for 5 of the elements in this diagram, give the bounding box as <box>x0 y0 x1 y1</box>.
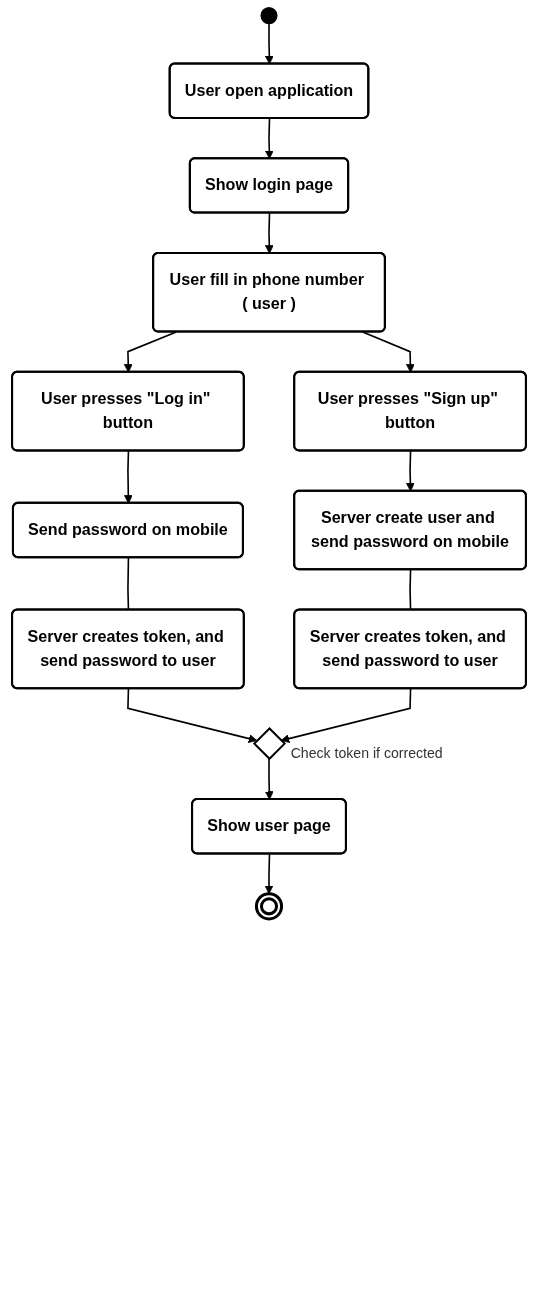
node-circle <box>254 892 284 921</box>
node-diamond <box>252 727 287 761</box>
decision-caption: Check token if corrected <box>290 744 443 761</box>
node-circle <box>260 7 278 25</box>
arrow <box>264 757 274 800</box>
